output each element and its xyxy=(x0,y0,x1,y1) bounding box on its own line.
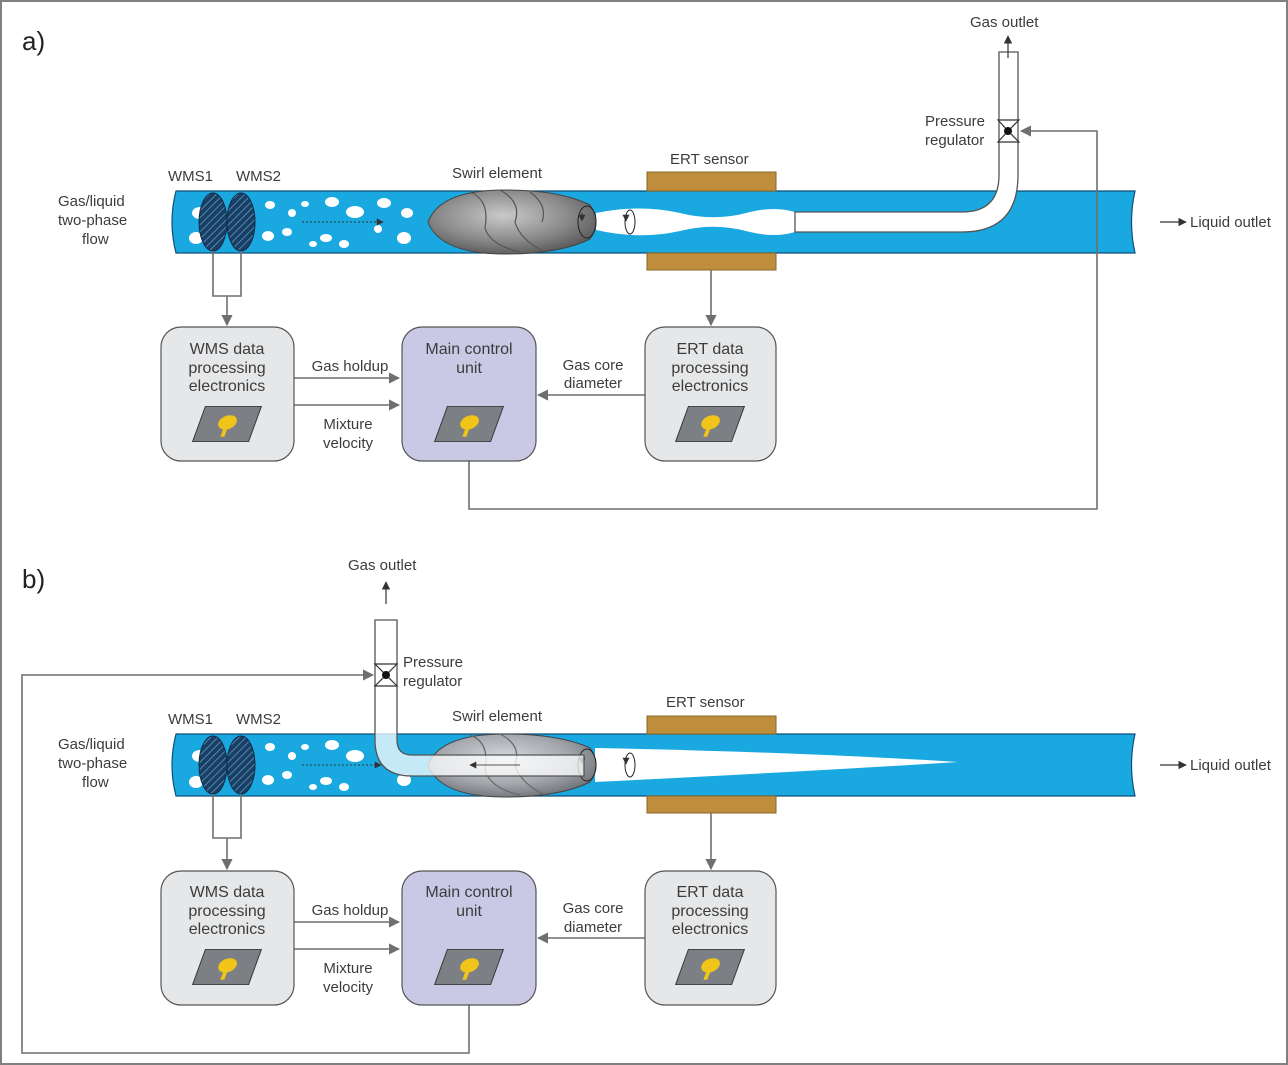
ert-sensor-b-top xyxy=(646,715,777,735)
ert-sensor-a-label: ERT sensor xyxy=(670,151,749,168)
wms-cable-b xyxy=(212,794,242,839)
wms-box-b-3: electronics xyxy=(189,921,265,938)
ert-sensor-b-bottom xyxy=(646,795,777,814)
wms-box-a-2: processing xyxy=(188,360,265,377)
pressure-regulator-a-1: Pressure xyxy=(925,113,985,130)
wms1-sensor-b xyxy=(198,735,228,795)
control-feedback-a xyxy=(468,125,1098,510)
mixture-velocity-b-2: velocity xyxy=(323,979,374,996)
gas-tube-a xyxy=(794,51,1019,233)
inlet-label-b-1: Gas/liquid xyxy=(58,736,125,753)
wms1-sensor-a xyxy=(198,192,228,252)
panel-b: b) ERT sensor xyxy=(21,557,1272,1054)
wms2-label-a: WMS2 xyxy=(236,168,281,185)
ert-box-a-3: electronics xyxy=(672,378,748,395)
gas-core-b-1: Gas core xyxy=(563,900,624,917)
wms-cable-a xyxy=(212,251,242,297)
ert-box-b xyxy=(644,870,777,1006)
bubbles-b xyxy=(189,740,411,791)
swirl-element-b-label: Swirl element xyxy=(452,708,543,725)
chip-icon xyxy=(433,948,505,986)
chip-icon xyxy=(191,405,263,443)
main-box-a-2: unit xyxy=(456,360,482,377)
wms-box-b-1: WMS data xyxy=(190,884,265,901)
panel-a-label: a) xyxy=(22,26,45,56)
gas-tube-b xyxy=(374,619,585,777)
inlet-label-b-3: flow xyxy=(82,774,109,791)
gas-core-b xyxy=(595,748,958,782)
chip-icon xyxy=(674,405,746,443)
gas-holdup-a: Gas holdup xyxy=(312,358,389,375)
gas-holdup-b: Gas holdup xyxy=(312,902,389,919)
inlet-label-a-2: two-phase xyxy=(58,212,127,229)
pressure-regulator-a-2: regulator xyxy=(925,132,984,149)
pressure-regulator-b-1: Pressure xyxy=(403,654,463,671)
main-box-b xyxy=(401,870,537,1006)
gas-core-a xyxy=(596,208,795,236)
main-box-b-2: unit xyxy=(456,903,482,920)
pressure-regulator-b-2: regulator xyxy=(403,673,462,690)
panel-a: a) ERT sensor xyxy=(22,14,1272,510)
liquid-outlet-a: Liquid outlet xyxy=(1190,214,1272,231)
chip-icon xyxy=(674,948,746,986)
ert-sensor-a-bottom xyxy=(646,252,777,271)
panel-b-label: b) xyxy=(22,564,45,594)
wms2-sensor-a xyxy=(226,192,256,252)
gas-core-b-2: diameter xyxy=(564,919,622,936)
ert-box-b-2: processing xyxy=(671,903,748,920)
pressure-regulator-a xyxy=(996,119,1021,143)
bubbles-a xyxy=(189,197,413,248)
inlet-label-a-1: Gas/liquid xyxy=(58,193,125,210)
ert-box-a-2: processing xyxy=(671,360,748,377)
wms-box-b xyxy=(160,870,295,1006)
wms2-label-b: WMS2 xyxy=(236,711,281,728)
ert-box-a xyxy=(644,326,777,462)
wms1-label-a: WMS1 xyxy=(168,168,213,185)
ert-box-b-1: ERT data xyxy=(676,884,743,901)
mixture-velocity-a-1: Mixture xyxy=(323,416,372,433)
ert-sensor-b-label: ERT sensor xyxy=(666,694,745,711)
main-box-a xyxy=(401,326,537,462)
gas-outlet-a: Gas outlet xyxy=(970,14,1039,31)
control-feedback-b xyxy=(21,669,470,1054)
mixture-velocity-a-2: velocity xyxy=(323,435,374,452)
ert-sensor-a-top xyxy=(646,171,777,192)
wms1-label-b: WMS1 xyxy=(168,711,213,728)
wms-box-a xyxy=(160,326,295,462)
wms-box-a-1: WMS data xyxy=(190,341,265,358)
chip-icon xyxy=(191,948,263,986)
gas-core-a-2: diameter xyxy=(564,375,622,392)
wms2-sensor-b xyxy=(226,735,256,795)
wms-box-b-2: processing xyxy=(188,903,265,920)
liquid-outlet-b: Liquid outlet xyxy=(1190,757,1272,774)
swirl-element-a-label: Swirl element xyxy=(452,165,543,182)
main-box-b-1: Main control xyxy=(425,884,512,901)
inlet-label-b-2: two-phase xyxy=(58,755,127,772)
gas-core-a-1: Gas core xyxy=(563,357,624,374)
swirl-element-a xyxy=(427,189,636,255)
main-box-a-1: Main control xyxy=(425,341,512,358)
chip-icon xyxy=(433,405,505,443)
inlet-label-a-3: flow xyxy=(82,231,109,248)
ert-box-a-1: ERT data xyxy=(676,341,743,358)
wms-box-a-3: electronics xyxy=(189,378,265,395)
mixture-velocity-b-1: Mixture xyxy=(323,960,372,977)
ert-box-b-3: electronics xyxy=(672,921,748,938)
gas-outlet-b: Gas outlet xyxy=(348,557,417,574)
